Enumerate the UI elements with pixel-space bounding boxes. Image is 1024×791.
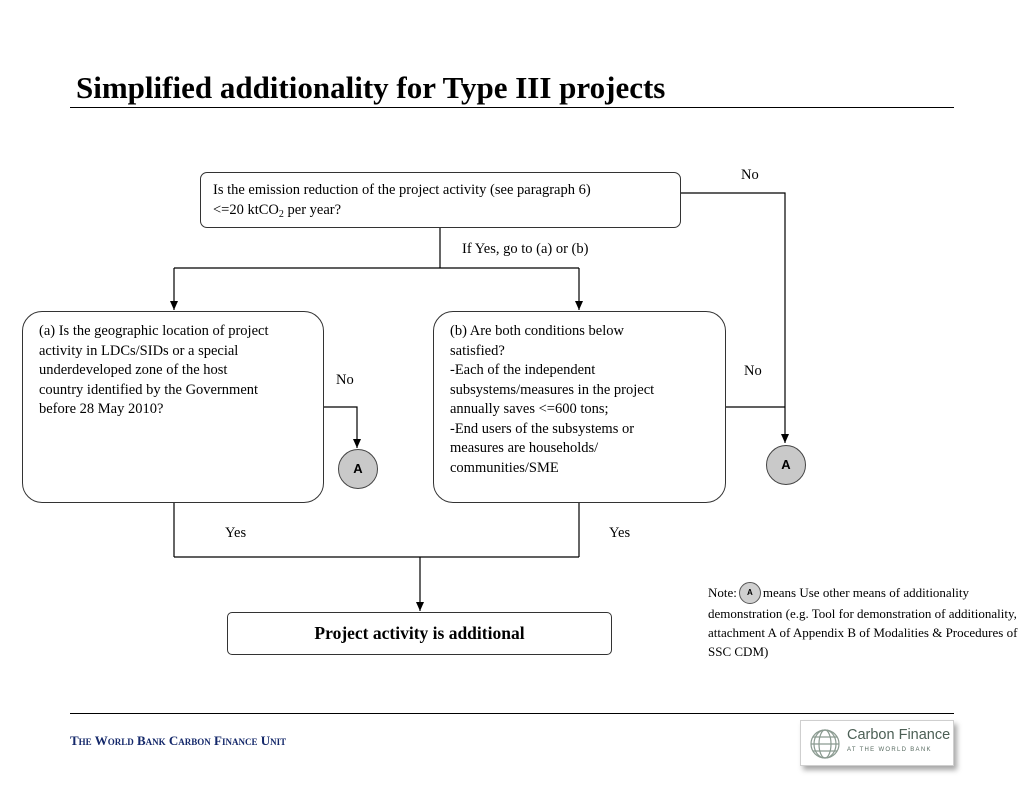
question-b-line: satisfied? [450,342,505,359]
connector-a-right: A [766,445,806,485]
question-a-line: before 28 May 2010? [39,401,164,417]
connector-a-left: A [338,449,378,489]
carbon-finance-logo: Carbon Finance AT THE WORLD BANK [800,720,954,766]
footer-organization: The World Bank Carbon Finance Unit [70,733,287,748]
question-a-line: country identified by the Government [39,381,259,398]
co2-subscript: 2 [278,208,284,220]
start-question-line2-pre: <=20 ktCO [213,201,279,218]
logo-name: Carbon Finance [847,727,951,743]
question-b-box: (b) Are both conditions below satisfied?… [433,311,726,503]
label-yes-a: Yes [225,525,247,541]
question-b-line: subsystems/measures in the project [450,381,655,398]
arrow-no-a [324,406,361,448]
question-b-line: communities/SME [450,459,559,476]
line-no-top [681,192,789,443]
label-if-yes: If Yes, go to (a) or (b) [462,241,589,257]
globe-icon [810,729,840,759]
start-question-box: Is the emission reduction of the project… [200,172,681,228]
question-b-line: measures are households/ [450,440,599,456]
question-b-line: (b) Are both conditions below [450,323,624,339]
question-b-line: -Each of the independent [450,362,596,378]
note-prefix: Note: [708,585,737,600]
question-a-line: (a) Is the geographic location of projec… [39,323,269,339]
question-a-box: (a) Is the geographic location of projec… [22,311,324,503]
title-underline [70,107,954,108]
note-connector-icon: A [738,582,761,604]
question-a-line: underdeveloped zone of the host [39,362,228,378]
question-b-line: annually saves <=600 tons; [450,401,609,417]
slide-title: Simplified additionality for Type III pr… [76,70,666,105]
question-a-line: activity in LDCs/SIDs or a special [39,342,239,359]
result-box: Project activity is additional [227,612,612,655]
footer-rule [70,713,954,714]
note-text: means Use other means of additionality d… [708,585,1018,659]
label-no-top: No [741,167,759,183]
label-no-a: No [336,372,354,388]
question-b-line: -End users of the subsystems or [450,420,635,437]
start-question-line2-post: per year? [283,201,342,218]
logo-tagline: AT THE WORLD BANK [847,747,932,753]
label-no-b: No [744,363,762,379]
start-question-line2: <=20 ktCO2 per year? [213,201,668,225]
label-yes-b: Yes [609,525,631,541]
start-question-line1: Is the emission reduction of the project… [213,182,591,198]
